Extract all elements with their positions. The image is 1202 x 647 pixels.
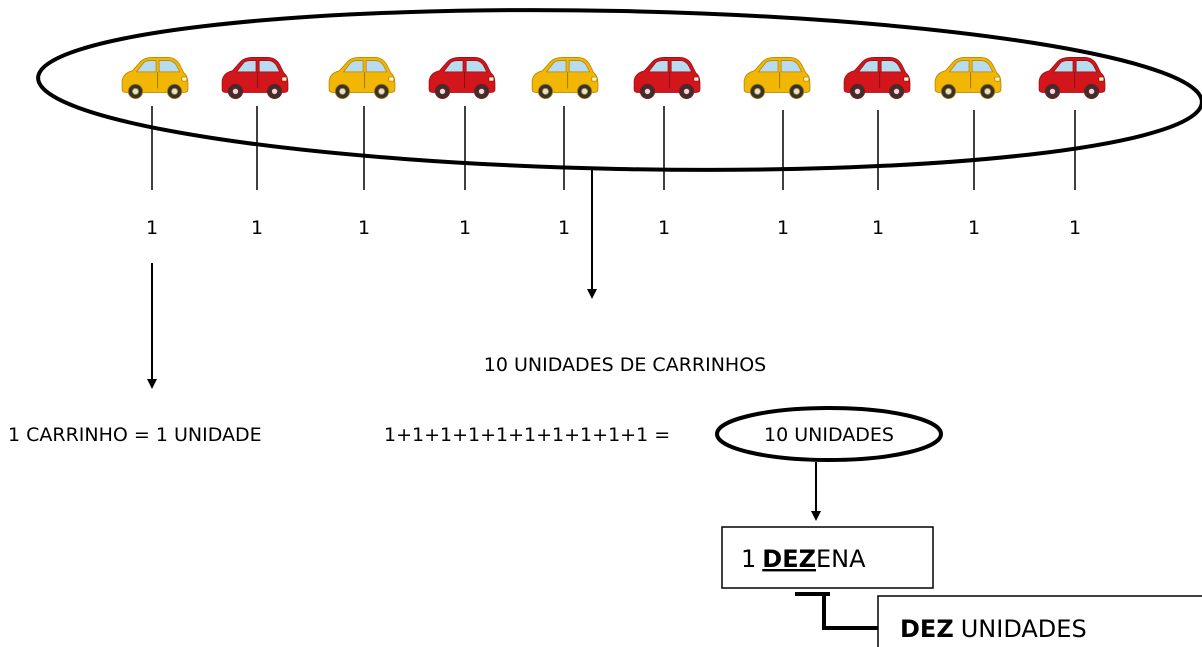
car-unit-label-3: 1	[358, 217, 370, 239]
red-car-icon	[428, 56, 496, 100]
car-unit-label-6: 1	[658, 217, 670, 239]
sum-expression: 1+1+1+1+1+1+1+1+1+1 =	[384, 424, 670, 446]
red-car-icon	[221, 56, 289, 100]
car-unit-label-10: 1	[1069, 217, 1081, 239]
cars-row: 1 1 1 1 1 1 1 1 1 1	[121, 56, 1106, 239]
car-6: 1	[633, 56, 701, 239]
car-unit-label-4: 1	[459, 217, 471, 239]
car-5: 1	[531, 56, 599, 239]
cars-group-ellipse	[36, 8, 1202, 172]
yellow-car-icon	[531, 56, 599, 100]
yellow-car-icon	[121, 56, 189, 100]
car-unit-label-2: 1	[251, 217, 263, 239]
car-3: 1	[328, 56, 396, 239]
result-ellipse	[715, 406, 943, 462]
car-1: 1	[121, 56, 189, 239]
car-unit-label-7: 1	[777, 217, 789, 239]
group-label: 10 UNIDADES DE CARRINHOS	[484, 354, 766, 376]
yellow-car-icon	[934, 56, 1002, 100]
car-8: 1	[843, 56, 911, 239]
car-unit-label-5: 1	[558, 217, 570, 239]
car-unit-label-1: 1	[146, 217, 158, 239]
yellow-car-icon	[328, 56, 396, 100]
yellow-car-icon	[743, 56, 811, 100]
dez-connector	[809, 592, 878, 630]
car-9: 1	[934, 56, 1002, 239]
dezena-box	[721, 526, 934, 589]
car-4: 1	[428, 56, 496, 239]
car-7: 1	[743, 56, 811, 239]
red-car-icon	[843, 56, 911, 100]
red-car-icon	[1038, 56, 1106, 100]
sum-result: 10 UNIDADES	[764, 424, 894, 446]
equation-left: 1 CARRINHO = 1 UNIDADE	[8, 424, 262, 446]
car-unit-label-9: 1	[968, 217, 980, 239]
red-car-icon	[633, 56, 701, 100]
dez-unidades-box	[877, 595, 1202, 647]
car-10: 1	[1038, 56, 1106, 239]
car-2: 1	[221, 56, 289, 239]
car-unit-label-8: 1	[872, 217, 884, 239]
